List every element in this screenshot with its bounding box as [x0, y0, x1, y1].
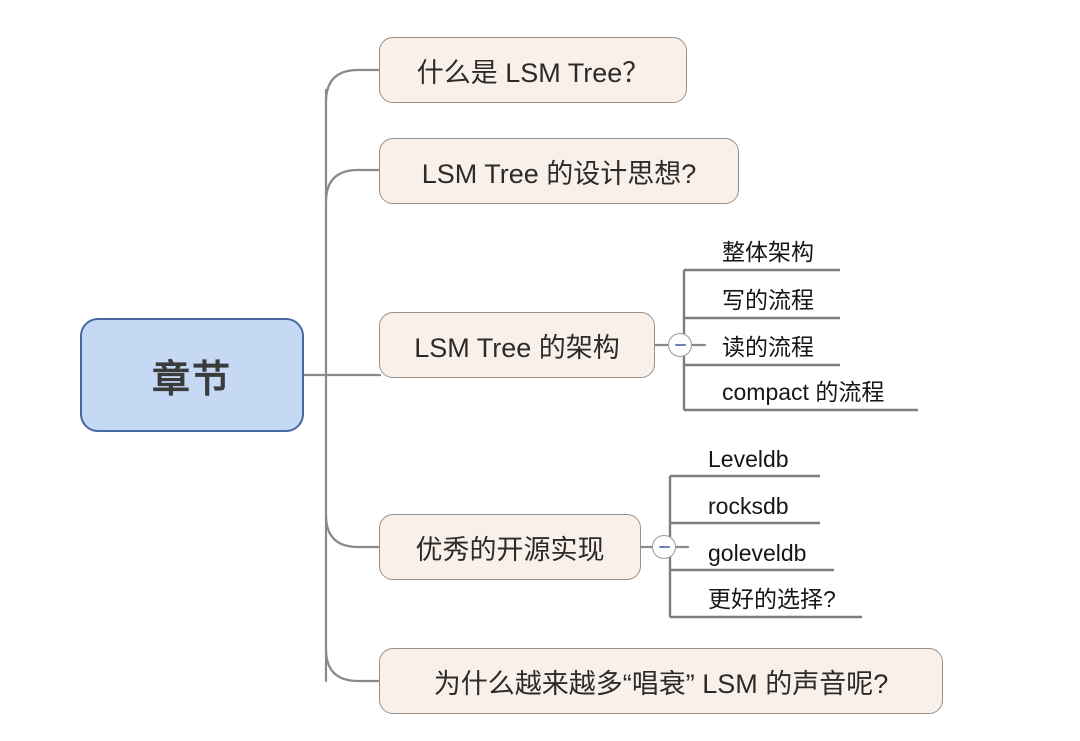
wire-branch-4: [324, 513, 382, 549]
leaf-label: 整体架构: [722, 239, 814, 265]
branch-node-design-philosophy[interactable]: LSM Tree 的设计思想?: [379, 138, 739, 204]
minus-circle-icon-open-source[interactable]: [652, 535, 676, 559]
wire-branch-2: [324, 168, 382, 204]
wire-branch-1: [324, 68, 382, 104]
leaf-label: compact 的流程: [722, 379, 885, 405]
leaf-item-read-flow[interactable]: 读的流程: [722, 323, 814, 365]
leaf-label: 更好的选择?: [708, 586, 836, 612]
minus-circle-icon-architecture[interactable]: [668, 333, 692, 357]
branch-node-label: LSM Tree 的架构: [414, 332, 620, 363]
leaf-item-goleveldb[interactable]: goleveldb: [708, 528, 806, 570]
root-node[interactable]: 章节: [80, 318, 304, 432]
leaf-label: goleveldb: [708, 540, 807, 566]
branch-node-lsm-criticism[interactable]: 为什么越来越多“唱衰” LSM 的声音呢?: [379, 648, 943, 714]
leaf-label: 读的流程: [722, 334, 814, 360]
branch-node-label: 优秀的开源实现: [415, 534, 605, 565]
leaf-item-rocksdb[interactable]: rocksdb: [708, 481, 789, 523]
leaf-label: Leveldb: [708, 446, 789, 472]
branch-node-open-source-impls[interactable]: 优秀的开源实现: [379, 514, 641, 580]
leaf-item-better-choice[interactable]: 更好的选择?: [708, 575, 836, 617]
minus-glyph: [658, 545, 670, 549]
root-node-label: 章节: [151, 358, 232, 401]
branch-node-label: 什么是 LSM Tree？: [416, 57, 650, 88]
leaf-item-overall-architecture[interactable]: 整体架构: [722, 228, 814, 270]
leaf-item-compact-flow[interactable]: compact 的流程: [722, 368, 884, 410]
leaf-item-leveldb[interactable]: Leveldb: [708, 434, 789, 476]
branch-node-label: 为什么越来越多“唱衰” LSM 的声音呢?: [433, 668, 889, 699]
leaf-item-write-flow[interactable]: 写的流程: [722, 276, 814, 318]
branch-node-architecture[interactable]: LSM Tree 的架构: [379, 312, 655, 378]
leaf-label: 写的流程: [722, 287, 814, 313]
branch-node-what-is-lsm-tree[interactable]: 什么是 LSM Tree？: [379, 37, 687, 103]
wire-branch-5: [324, 647, 382, 683]
minus-glyph: [674, 343, 686, 347]
leaf-label: rocksdb: [708, 493, 789, 519]
branch-node-label: LSM Tree 的设计思想?: [421, 158, 697, 189]
